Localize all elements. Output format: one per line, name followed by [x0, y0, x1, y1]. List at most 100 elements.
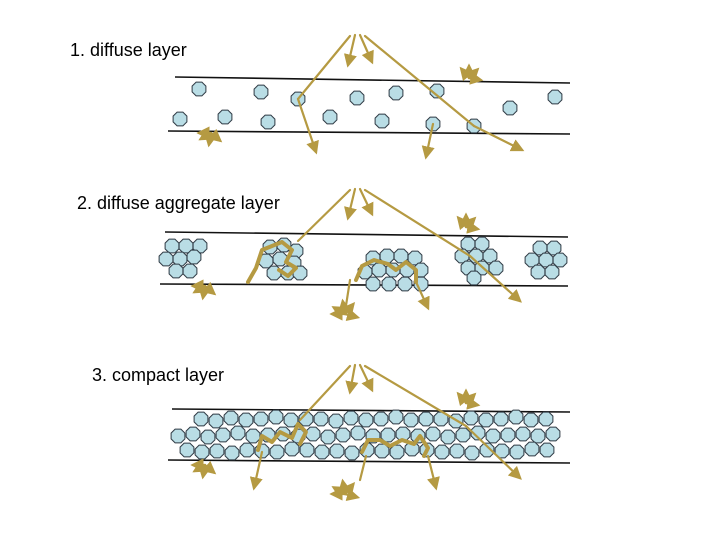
- light-ray: [201, 281, 217, 296]
- particle: [464, 445, 480, 461]
- particle: [320, 429, 336, 445]
- light-ray: [343, 308, 361, 322]
- particle: [192, 238, 208, 254]
- scattering-path: [256, 422, 308, 452]
- particle: [440, 429, 456, 445]
- particle: [284, 441, 300, 457]
- particle: [474, 236, 490, 252]
- light-ray: [249, 450, 264, 491]
- layer-top-boundary: [174, 76, 571, 84]
- particle: [215, 427, 231, 443]
- light-ray: [345, 363, 359, 395]
- particle: [388, 409, 404, 425]
- light-ray: [414, 280, 430, 311]
- particle: [260, 114, 276, 130]
- light-ray: [296, 97, 319, 155]
- particle: [269, 444, 285, 460]
- particle: [335, 427, 351, 443]
- layer-top-boundary: [171, 408, 571, 413]
- particle: [168, 263, 184, 279]
- particle: [547, 89, 563, 105]
- particle: [515, 426, 531, 442]
- particle: [194, 444, 210, 460]
- particle: [209, 443, 225, 459]
- particle: [182, 263, 198, 279]
- particle: [493, 411, 509, 427]
- particle: [253, 411, 269, 427]
- particle: [178, 238, 194, 254]
- particle: [158, 251, 174, 267]
- particle: [418, 411, 434, 427]
- particle-group: [172, 81, 563, 134]
- scattered-light-rays: [190, 363, 522, 502]
- multiple-scattering-paths: [246, 240, 418, 284]
- particle: [272, 251, 288, 267]
- particle: [425, 426, 441, 442]
- particle: [179, 442, 195, 458]
- light-ray: [296, 188, 352, 243]
- light-ray: [296, 34, 352, 101]
- particle: [508, 409, 524, 425]
- particle: [253, 84, 269, 100]
- scattered-light-rays: [190, 187, 522, 322]
- light-ray: [363, 34, 476, 128]
- particle: [223, 410, 239, 426]
- particle: [245, 428, 261, 444]
- particle: [466, 270, 482, 286]
- layer-bottom-boundary: [167, 459, 571, 464]
- scattered-light-rays: [196, 33, 525, 160]
- particle: [539, 442, 555, 458]
- particle: [193, 411, 209, 427]
- light-ray: [465, 67, 480, 82]
- particle: [373, 411, 389, 427]
- particle: [299, 442, 315, 458]
- particle: [429, 83, 445, 99]
- particle: [314, 444, 330, 460]
- particle: [349, 90, 365, 106]
- particle: [329, 443, 345, 459]
- particle: [374, 113, 390, 129]
- panel-label-diffuse-layer: 1. diffuse layer: [70, 40, 187, 60]
- layer-bottom-boundary: [159, 283, 569, 287]
- particle: [217, 109, 233, 125]
- layer-top-boundary: [164, 231, 569, 238]
- particle-group: [158, 236, 568, 292]
- particle: [500, 427, 516, 443]
- panel-label-diffuse-aggregate-layer: 2. diffuse aggregate layer: [77, 193, 280, 213]
- particle: [191, 81, 207, 97]
- panel-label-compact-layer: 3. compact layer: [92, 365, 224, 385]
- light-ray: [426, 454, 440, 491]
- particle: [380, 427, 396, 443]
- particle: [350, 425, 366, 441]
- panel-diffuse-layer: 1. diffuse layer: [70, 33, 571, 160]
- particle: [404, 441, 420, 457]
- particle: [502, 100, 518, 116]
- layer-bottom-boundary: [167, 130, 571, 135]
- scattering-path: [360, 434, 430, 458]
- particle: [552, 252, 568, 268]
- particle: [371, 262, 387, 278]
- particle: [344, 445, 360, 461]
- light-ray: [456, 215, 471, 231]
- light-ray: [464, 396, 481, 410]
- particle: [478, 412, 494, 428]
- particle: [230, 425, 246, 441]
- particle: [523, 412, 539, 428]
- light-ray: [343, 488, 361, 502]
- particle: [485, 428, 501, 444]
- particle: [224, 445, 240, 461]
- light-ray: [464, 424, 522, 480]
- particle: [208, 413, 224, 429]
- particle: [186, 249, 202, 265]
- particle: [239, 442, 255, 458]
- light-ray: [363, 188, 472, 258]
- light-ray: [358, 363, 374, 393]
- particle: [389, 444, 405, 460]
- light-ray: [201, 460, 217, 475]
- particle: [305, 426, 321, 442]
- light-ray: [421, 122, 435, 160]
- particle: [358, 412, 374, 428]
- particle: [343, 410, 359, 426]
- light-ray: [464, 220, 481, 234]
